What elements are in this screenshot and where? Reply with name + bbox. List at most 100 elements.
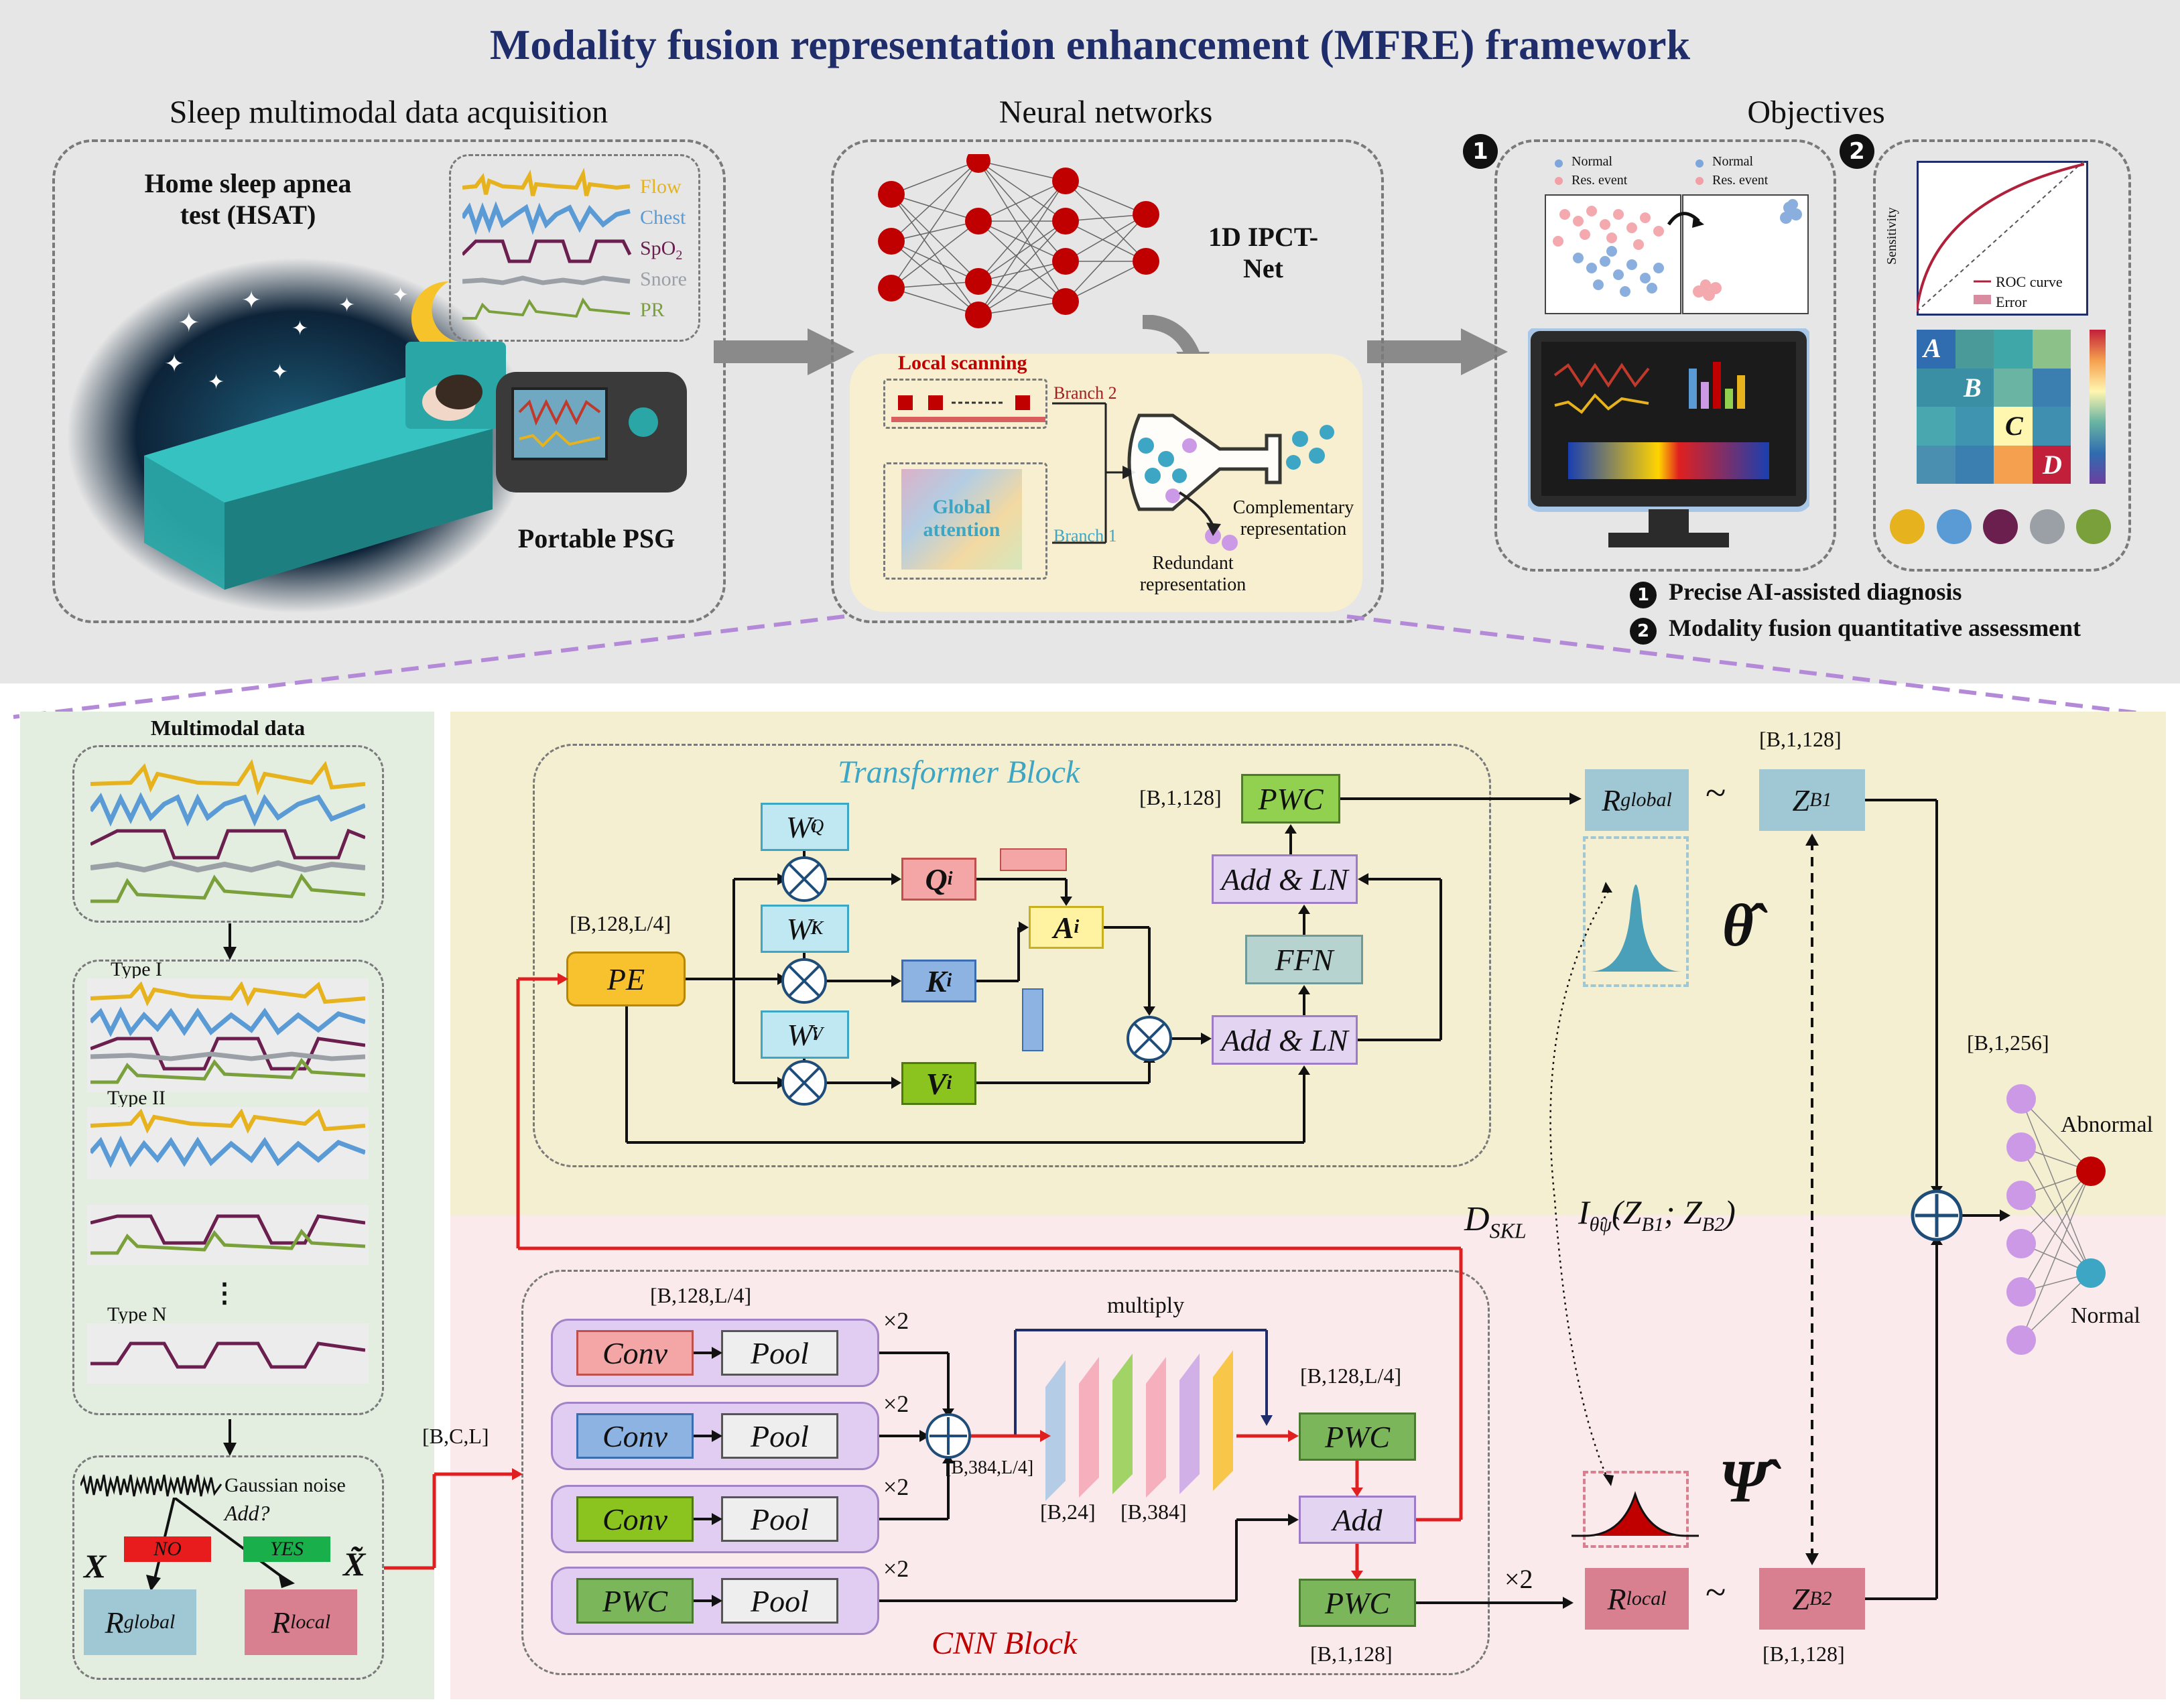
monitor-illustration	[1528, 328, 1809, 547]
hsat-label: Home sleep apnea test (HSAT)	[101, 168, 395, 231]
signal-box	[449, 154, 700, 342]
type3-waveforms	[90, 1214, 365, 1255]
cnn-top-shape-label: [B,128,L/4]	[650, 1283, 752, 1307]
transformer-block-title: Transformer Block	[838, 754, 1080, 790]
cnn-block-title: CNN Block	[932, 1626, 1078, 1661]
figure-title: Modality fusion representation enhanceme…	[489, 21, 1691, 68]
redundant-representation-label: Redundant representation	[1116, 553, 1270, 596]
gaussian-noise-waveform	[80, 1473, 222, 1497]
microphone-icon	[2029, 509, 2065, 544]
fusion-matrix	[1917, 330, 2071, 484]
goal-badge-1: 1	[1630, 582, 1657, 608]
zb1-shape-label: [B,1,128]	[1759, 727, 1842, 751]
global-attention-line2: attention	[923, 519, 1001, 541]
normal-label: Normal	[2071, 1303, 2140, 1328]
x-label: X	[84, 1547, 107, 1585]
objective2-panel	[1873, 139, 2131, 572]
pwc-in-shape-label: [B,128,L/4]	[1300, 1364, 1402, 1388]
cnn-block-frame	[521, 1270, 1490, 1675]
svg-text:✦: ✦	[241, 287, 261, 314]
portable-psg-device-icon	[496, 372, 687, 492]
multiply-label: multiply	[1107, 1293, 1185, 1318]
ffn-box: FFN	[1245, 935, 1363, 984]
pwc-shape-label: [B,1,128]	[1139, 785, 1222, 809]
acquisition-panel	[52, 139, 726, 623]
concat-shape-label: [B,384,L/4]	[945, 1457, 1034, 1478]
matrix-label-b: B	[1964, 373, 1982, 403]
modality-icon-row	[1890, 509, 2111, 546]
model-name-line2: Net	[1243, 253, 1283, 283]
matrix-label-d: D	[2043, 450, 2062, 480]
pwc-box-row4: PWC	[576, 1578, 694, 1624]
add-ln-top-box: Add & LN	[1212, 854, 1358, 904]
objective1-panel	[1494, 139, 1836, 572]
svg-text:✦: ✦	[271, 360, 288, 384]
signal-label-spo2: SpO2	[640, 237, 683, 263]
local-scanning-kernels	[891, 395, 1045, 422]
pool-box-3: Pool	[721, 1496, 838, 1542]
times2-row1: ×2	[883, 1307, 909, 1334]
pool-box-2: Pool	[721, 1413, 838, 1459]
svg-text:✦: ✦	[392, 283, 409, 307]
goal-badge-2: 2	[1630, 618, 1657, 645]
signal-label-snore: Snore	[640, 268, 687, 290]
theta-symbol: θ̂	[1722, 893, 1754, 959]
dskl-label: DSKL	[1464, 1200, 1527, 1243]
multimodal-data-label: Multimodal data	[150, 716, 306, 740]
nose-icon	[1890, 509, 1925, 544]
redundant-line1: Redundant	[1152, 553, 1234, 574]
transform-arrow-icon	[1667, 212, 1704, 228]
cnn-add-box: Add	[1299, 1496, 1416, 1544]
matrix-label-a: A	[1923, 333, 1941, 363]
section-title-networks: Neural networks	[999, 94, 1213, 130]
add-ln-bottom-box: Add & LN	[1212, 1015, 1358, 1065]
neural-network-graphic	[878, 154, 1159, 328]
types-box	[72, 960, 384, 1415]
legend-dots-2	[1695, 159, 1704, 185]
roc-legend-curve: ROC curve	[1996, 273, 2063, 290]
theta-distribution-curve	[1590, 884, 1682, 972]
times2-to-rlocal: ×2	[1504, 1564, 1533, 1594]
roc-plot	[1917, 161, 2088, 316]
heart-icon	[2076, 509, 2111, 544]
conv-box-1: Conv	[576, 1330, 694, 1376]
abnormal-label: Abnormal	[2061, 1112, 2153, 1137]
noise-box	[72, 1455, 384, 1680]
local-scanning-box	[883, 379, 1047, 429]
neural-network-panel	[831, 139, 1384, 623]
cnn-pwc-top-box: PWC	[1299, 1413, 1416, 1461]
times2-row3: ×2	[883, 1473, 909, 1500]
type1-label: Type I	[111, 958, 163, 980]
signal-label-flow: Flow	[640, 176, 682, 198]
matrix-colorbar	[2090, 330, 2106, 484]
tilde-bottom: ~	[1706, 1572, 1726, 1614]
sleep-scene-illustration: ✦ ✦ ✦ ✦ ✦ ✦ ✦ ✦	[67, 258, 529, 613]
global-attention-label: Global attention	[901, 496, 1022, 541]
no-badge: NO	[124, 1536, 211, 1562]
skl-dotted-arrow	[1549, 882, 1614, 1486]
conv-box-3: Conv	[576, 1496, 694, 1542]
theta-distribution-box	[1583, 836, 1689, 987]
mutual-information-label: Iθ̂ψ̂(ZB1; ZB2)	[1578, 1193, 1736, 1236]
local-scanning-label: Local scanning	[898, 352, 1027, 374]
b384-shape-label: [B,384]	[1120, 1500, 1187, 1524]
svg-text:✦: ✦	[292, 317, 308, 340]
psi-distribution-curve	[1572, 1491, 1699, 1537]
transformer-pwc-box: PWC	[1241, 774, 1340, 824]
type2-label: Type II	[107, 1087, 166, 1109]
branch2-label: Branch 2	[1053, 383, 1117, 403]
svg-text:✦: ✦	[338, 293, 355, 317]
roc-curve	[1917, 161, 2084, 312]
concat-shape-label-right: [B,1,256]	[1967, 1031, 2049, 1055]
times2-row4: ×2	[883, 1555, 909, 1582]
type1-waveforms	[90, 982, 365, 1084]
objective-badge-1: 1	[1463, 134, 1498, 169]
add-question-label: Add?	[225, 1501, 270, 1525]
